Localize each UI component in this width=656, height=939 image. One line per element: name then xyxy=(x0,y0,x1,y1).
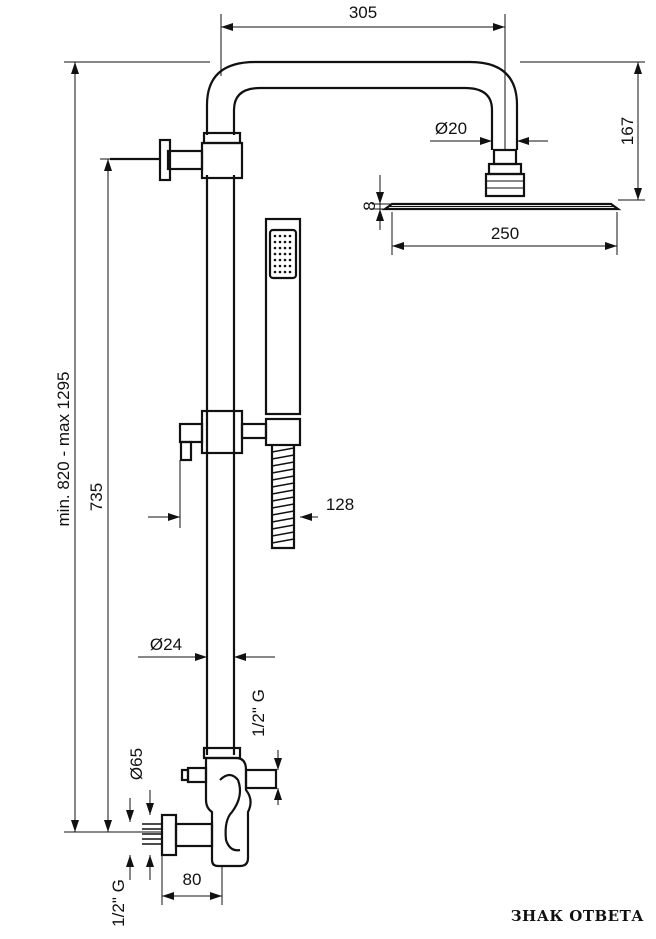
head-diameter-label: 250 xyxy=(491,224,519,243)
rail-diameter-label: Ø24 xyxy=(150,635,182,654)
shower-column xyxy=(110,60,622,755)
upper-thread-label: 1/2" G xyxy=(249,689,268,737)
rail-height-label: 735 xyxy=(87,483,106,511)
inlet-offset-label: 80 xyxy=(183,870,202,889)
wall-plate-diameter-label: Ø65 xyxy=(127,748,146,780)
watermark-text: ЗНАК ОТВЕТА xyxy=(511,907,645,925)
connector-diameter-label: Ø20 xyxy=(435,119,467,138)
overall-height-label: min. 820 - max 1295 xyxy=(54,372,73,527)
head-thickness-label: 8 xyxy=(360,201,379,210)
arm-width-label: 305 xyxy=(349,3,377,22)
hand-shower xyxy=(264,217,302,416)
dimension-lines xyxy=(64,14,645,905)
shower-hose xyxy=(270,445,296,550)
lower-thread-label: 1/2" G xyxy=(109,879,128,927)
mixer-body xyxy=(142,746,278,868)
hand-shower-holder xyxy=(178,409,302,462)
head-height-label: 167 xyxy=(618,117,637,145)
hand-shower-offset-label: 128 xyxy=(326,495,354,514)
